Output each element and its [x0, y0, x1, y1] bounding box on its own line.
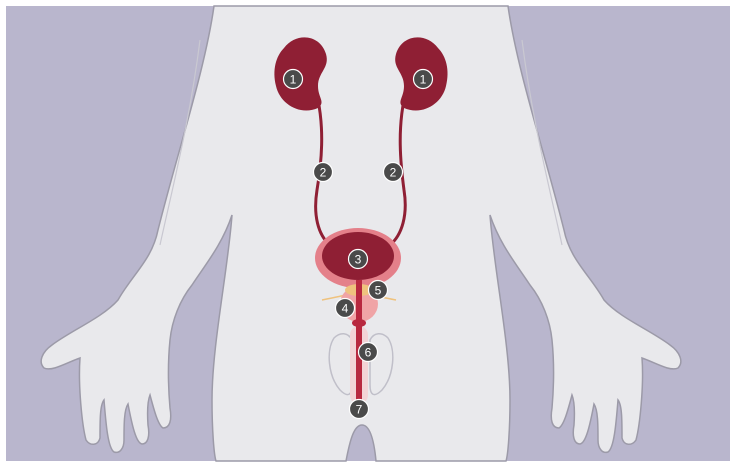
marker-label: 6 — [365, 346, 372, 360]
marker-label: 2 — [320, 166, 327, 180]
marker-ureter-right: 2 — [384, 163, 403, 182]
marker-bladder: 3 — [349, 250, 368, 269]
marker-label: 4 — [342, 302, 349, 316]
marker-urethra: 6 — [359, 343, 378, 362]
marker-label: 3 — [355, 253, 362, 267]
urethra — [356, 280, 362, 408]
marker-kidney-right: 1 — [414, 70, 433, 89]
marker-ureter-left: 2 — [314, 163, 333, 182]
marker-kidney-left: 1 — [284, 70, 303, 89]
marker-urethra-opening: 7 — [350, 400, 369, 419]
marker-label: 2 — [390, 166, 397, 180]
marker-label: 1 — [290, 73, 297, 87]
marker-prostate-upper: 5 — [369, 281, 388, 300]
marker-label: 1 — [420, 73, 427, 87]
marker-prostate: 4 — [336, 299, 355, 318]
marker-label: 5 — [375, 284, 382, 298]
marker-label: 7 — [356, 403, 363, 417]
